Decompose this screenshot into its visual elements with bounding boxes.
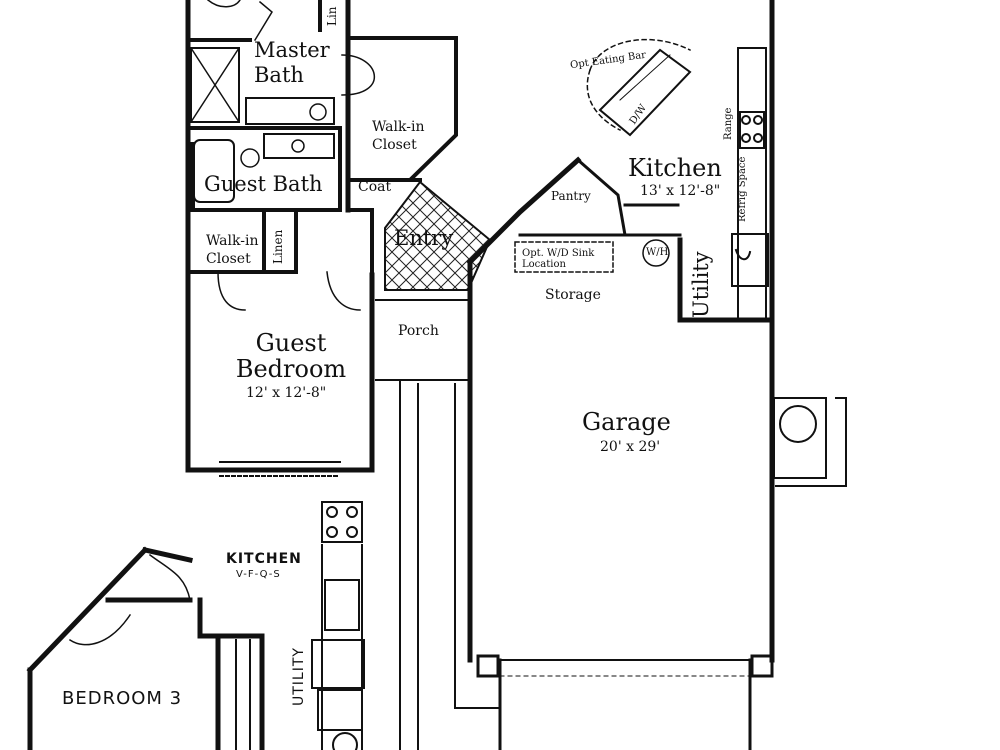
room-label-linen-guest: Linen <box>271 229 285 264</box>
room-label-coat: Coat <box>358 179 392 195</box>
eating-bar <box>586 38 692 137</box>
storage-fixtures <box>514 239 670 273</box>
pantry-walls <box>518 157 682 237</box>
room-dim-garage: 20' x 29' <box>600 439 661 455</box>
room-label-entry: Entry <box>394 226 454 250</box>
room-label-kitchen: Kitchen <box>628 154 722 182</box>
guest-closet-walls <box>186 210 361 311</box>
ac-unit <box>773 397 847 487</box>
label-opt-wd-sink: Opt. W/D Sink Location <box>522 248 595 270</box>
room-label-linen-top: Lin <box>325 6 339 26</box>
garage-walls <box>466 0 775 663</box>
room-dim-kitchen: 13' x 12'-8" <box>640 183 721 199</box>
room-label-kitchen-small-sub: V-F-Q-S <box>236 569 281 580</box>
room-label-porch: Porch <box>398 323 439 339</box>
room-dim-guest-bedroom: 12' x 12'-8" <box>246 385 327 401</box>
lower-plan-walls <box>26 546 265 750</box>
label-range: Range <box>723 107 734 140</box>
room-label-pantry: Pantry <box>551 189 591 203</box>
room-label-walk-in-closet-master: Walk-in Closet <box>372 119 425 154</box>
room-label-utility-small: UTILITY <box>291 647 307 706</box>
garage-door <box>476 654 774 750</box>
room-label-guest-bedroom: Guest Bedroom <box>235 329 347 384</box>
room-label-walk-in-closet-guest: Walk-in Closet <box>206 233 259 268</box>
walk-in-closet-master-walls <box>346 36 458 182</box>
lower-kitchen-fixtures <box>68 501 365 750</box>
porch-walls <box>375 299 501 750</box>
master-bath-walls <box>186 0 375 130</box>
guest-bath-walls <box>186 126 342 212</box>
kitchen-counters <box>731 47 769 321</box>
room-label-kitchen-small: KITCHEN <box>226 551 302 567</box>
room-label-storage: Storage <box>545 287 601 303</box>
entry-tile <box>384 180 492 291</box>
room-label-utility: Utility <box>689 251 713 318</box>
label-water-heater: W/H <box>646 247 669 258</box>
label-refrig-space: Refrig Space <box>737 156 748 222</box>
exterior-walls <box>185 0 375 473</box>
entry-walls <box>346 178 422 277</box>
window-guest <box>219 461 341 477</box>
room-label-guest-bath: Guest Bath <box>204 172 323 196</box>
room-label-master-bath: Master Bath <box>254 38 330 88</box>
room-label-bedroom-3: BEDROOM 3 <box>62 688 183 709</box>
room-label-garage: Garage <box>582 408 671 436</box>
